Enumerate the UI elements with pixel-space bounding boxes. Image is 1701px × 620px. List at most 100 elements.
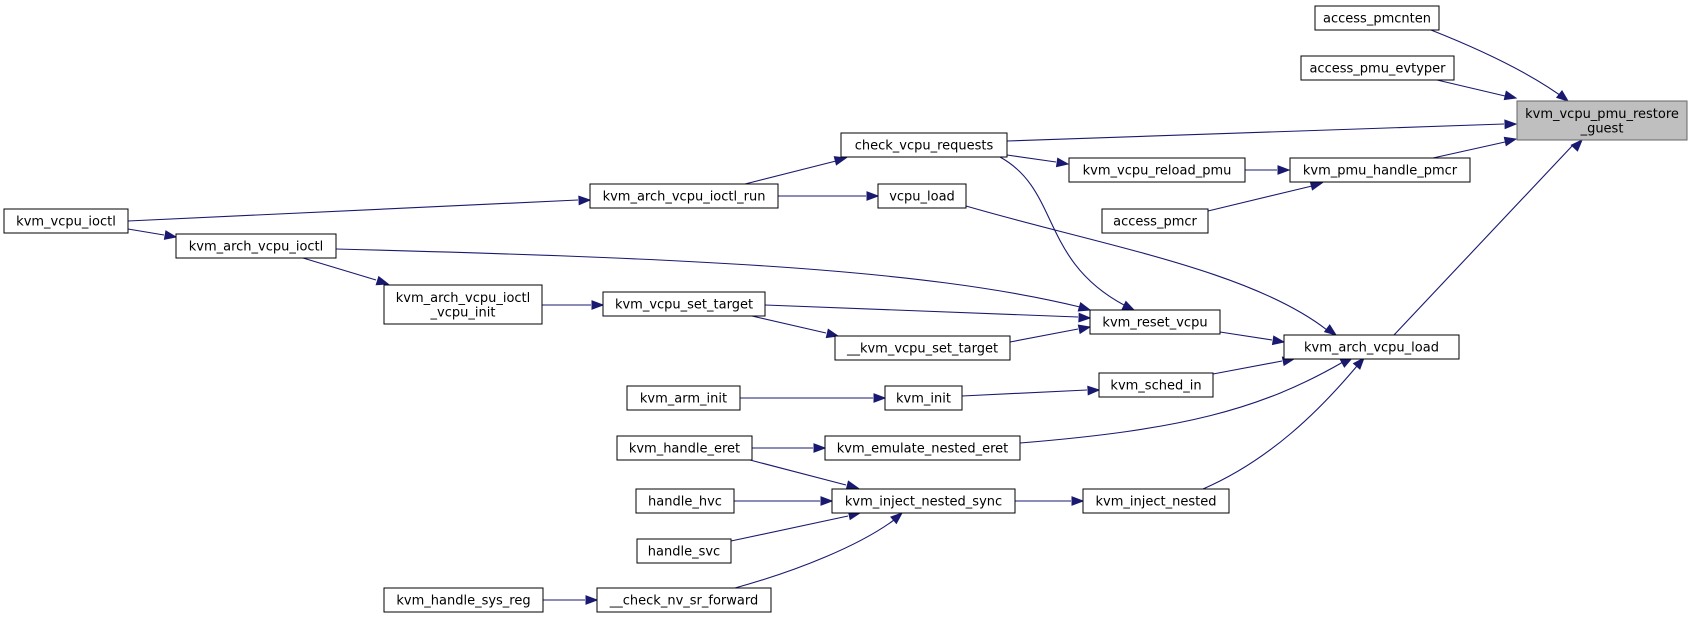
node-box xyxy=(3,208,129,234)
node-ioctl-init[interactable]: kvm_arch_vcpu_ioctl_vcpu_init xyxy=(383,284,543,325)
node-label: kvm_reset_vcpu xyxy=(1102,316,1207,331)
arrowhead-icon xyxy=(1570,138,1583,152)
edge-line xyxy=(749,459,847,486)
node-box xyxy=(824,435,1021,461)
node-box xyxy=(636,538,732,564)
node-label: kvm_inject_nested_sync xyxy=(845,495,1002,510)
node---set-target[interactable]: __kvm_vcpu_set_target xyxy=(834,335,1011,361)
node-evtyper[interactable]: access_pmu_evtyper xyxy=(1300,55,1455,81)
node-reset-vcpu[interactable]: kvm_reset_vcpu xyxy=(1089,309,1221,335)
edge-line xyxy=(1202,365,1358,490)
node-box xyxy=(383,284,543,325)
node-box xyxy=(834,335,1011,361)
node-box xyxy=(1098,372,1214,398)
arrowhead-icon xyxy=(1055,157,1070,168)
node-inject-sync[interactable]: kvm_inject_nested_sync xyxy=(831,488,1016,514)
edge-vcpu_ioctl-to-arch_ioctl xyxy=(127,228,178,240)
node-reload-pmu[interactable]: kvm_vcpu_reload_pmu xyxy=(1068,157,1246,183)
node-box xyxy=(596,587,772,613)
node-access-pmcr[interactable]: access_pmcr xyxy=(1101,208,1209,234)
edge-check_req-to-restore xyxy=(1006,119,1518,142)
arrowhead-icon xyxy=(591,300,605,310)
node-label: kvm_vcpu_set_target xyxy=(615,298,753,313)
node-label: check_vcpu_requests xyxy=(855,139,994,154)
edge-kvm_init-to-sched_in xyxy=(961,385,1101,397)
edge-line xyxy=(1219,331,1273,341)
node-vcpu-ioctl[interactable]: kvm_vcpu_ioctl xyxy=(3,208,129,234)
arrowhead-icon xyxy=(1087,385,1101,396)
edge-handle_pmcr-to-restore xyxy=(1432,136,1518,159)
edge-__set_target-to-reset_vcpu xyxy=(1009,324,1092,343)
edge-line xyxy=(734,519,895,589)
edge-check_req-to-reload_pmu xyxy=(1006,154,1070,168)
node-label: kvm_handle_sys_reg xyxy=(396,594,530,609)
arrowhead-icon xyxy=(873,393,887,403)
node-label: kvm_arm_init xyxy=(640,392,727,407)
node-inject-nested[interactable]: kvm_inject_nested xyxy=(1082,488,1230,514)
node-box xyxy=(1516,100,1688,141)
edge-inject_nested-to-arch_load xyxy=(1202,356,1365,490)
node-set-target[interactable]: kvm_vcpu_set_target xyxy=(602,291,766,317)
nodes-layer: kvm_vcpu_pmu_restore_guest access_pmcnten… xyxy=(3,5,1688,613)
edge-reload_pmu-to-handle_pmcr xyxy=(1245,165,1291,175)
node-label: kvm_vcpu_ioctl xyxy=(16,215,116,230)
node-arm-init[interactable]: kvm_arm_init xyxy=(626,385,741,411)
node-handle-hvc[interactable]: handle_hvc xyxy=(635,488,735,514)
edge-line xyxy=(335,248,1081,308)
arrowhead-icon xyxy=(1352,356,1365,370)
edge-handle_svc-to-inject_sync xyxy=(730,510,862,542)
node-label: kvm_inject_nested xyxy=(1096,495,1217,510)
edge-line xyxy=(1432,141,1506,159)
node-sys-reg[interactable]: kvm_handle_sys_reg xyxy=(383,587,544,613)
node-pmcnten[interactable]: access_pmcnten xyxy=(1314,5,1440,31)
node-emulate-eret[interactable]: kvm_emulate_nested_eret xyxy=(824,435,1021,461)
node-box xyxy=(175,233,337,259)
arrowhead-icon xyxy=(890,512,904,525)
node-box xyxy=(1289,157,1471,183)
edge-line xyxy=(744,160,837,185)
node-label: handle_svc xyxy=(648,545,720,560)
node-label: kvm_arch_vcpu_ioctl_run xyxy=(603,190,766,205)
node-handle-pmcr[interactable]: kvm_pmu_handle_pmcr xyxy=(1289,157,1471,183)
node-box xyxy=(840,132,1008,158)
node-box xyxy=(602,291,766,317)
node-handle-svc[interactable]: handle_svc xyxy=(636,538,732,564)
node-box xyxy=(1101,208,1209,234)
edge-sys_reg-to-check_nv xyxy=(543,595,599,605)
node-check-nv[interactable]: __check_nv_sr_forward xyxy=(596,587,772,613)
edge-sched_in-to-arch_load xyxy=(1212,356,1296,375)
node-arch-ioctl[interactable]: kvm_arch_vcpu_ioctl xyxy=(175,233,337,259)
node-box xyxy=(1283,334,1460,360)
edge-line xyxy=(999,156,1125,306)
node-check-req[interactable]: check_vcpu_requests xyxy=(840,132,1008,158)
edge-set_target-to-__set_target xyxy=(751,315,840,339)
node-label: access_pmcnten xyxy=(1323,12,1431,27)
node-box xyxy=(635,488,735,514)
node-label: __check_nv_sr_forward xyxy=(609,594,758,609)
node-handle-eret[interactable]: kvm_handle_eret xyxy=(616,435,753,461)
edge-evtyper-to-restore xyxy=(1436,79,1518,101)
node-sched-in[interactable]: kvm_sched_in xyxy=(1098,372,1214,398)
node-label: kvm_sched_in xyxy=(1110,379,1201,394)
node-vcpu-load[interactable]: vcpu_load xyxy=(877,183,967,209)
node-arch-load[interactable]: kvm_arch_vcpu_load xyxy=(1283,334,1460,360)
edge-line xyxy=(127,228,165,236)
arrowhead-icon xyxy=(1309,181,1324,191)
edge-line xyxy=(1009,328,1079,343)
arrowhead-icon xyxy=(375,275,390,286)
node-label: access_pmcr xyxy=(1113,215,1197,230)
edge-emulate_eret-to-arch_load xyxy=(1019,357,1354,444)
node-box xyxy=(1314,5,1440,31)
edge-line xyxy=(730,515,849,542)
node-restore[interactable]: kvm_vcpu_pmu_restore_guest xyxy=(1516,100,1688,141)
arrowhead-icon xyxy=(820,496,834,506)
arrowhead-icon xyxy=(585,595,599,605)
node-label: kvm_arch_vcpu_load xyxy=(1304,341,1439,356)
arrowhead-icon xyxy=(845,480,860,490)
edge-line xyxy=(1019,361,1344,444)
arrowhead-icon xyxy=(1503,90,1518,101)
node-box xyxy=(1089,309,1221,335)
node-kvm-init[interactable]: kvm_init xyxy=(884,385,963,411)
node-ioctl-run[interactable]: kvm_arch_vcpu_ioctl_run xyxy=(589,183,779,209)
